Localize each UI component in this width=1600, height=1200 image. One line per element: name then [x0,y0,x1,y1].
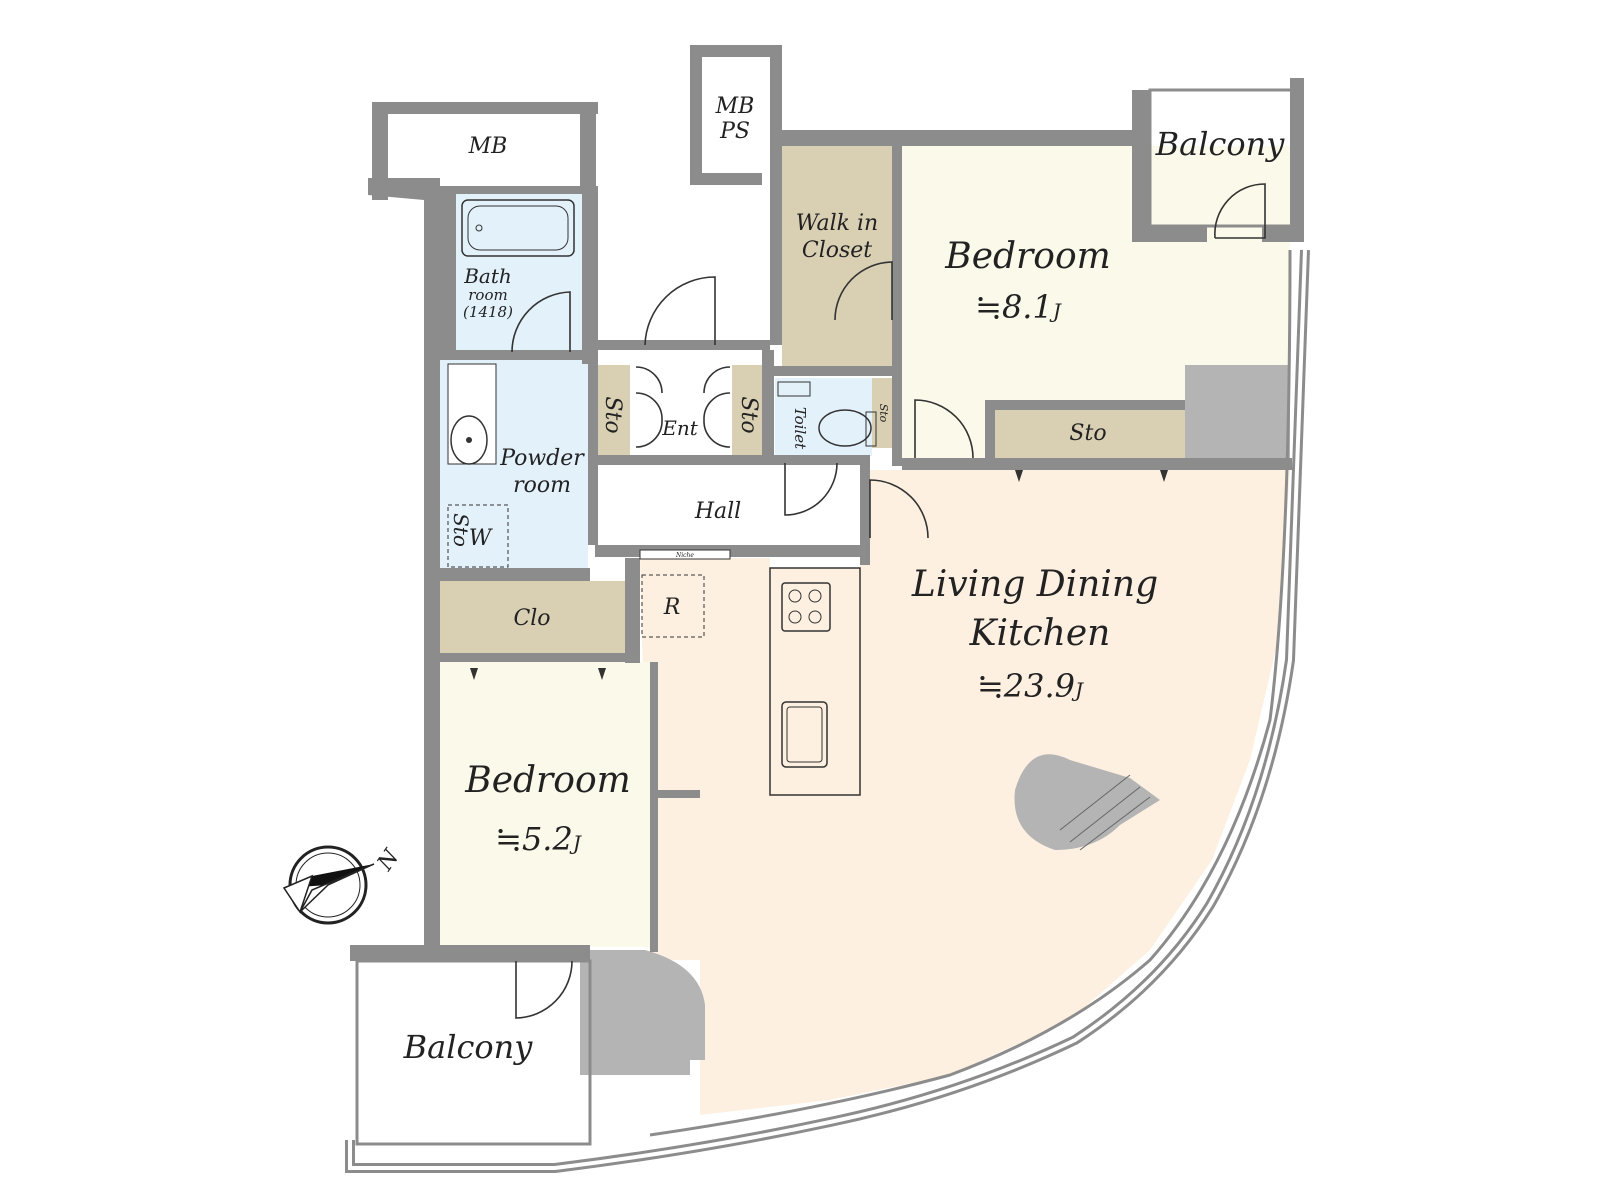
walk-in-closet-floor [782,146,892,366]
sto-toilet-floor [872,378,892,448]
kitchen-island [769,567,861,796]
sto-toilet-label: Sto [877,404,890,423]
closet-floor [440,581,625,653]
column-ldk-round [1014,754,1160,850]
door-bathroom[interactable] [511,291,571,353]
closet-label: Clo [513,606,550,631]
sto-bedroom-label: Sto [1069,421,1106,446]
bathroom-floor [456,194,582,352]
sink-icon [781,701,828,768]
hall-floor [595,465,860,550]
ldk-area: ≒23.9J [977,667,1084,705]
balcony-bottom-label: Balcony [403,1028,534,1066]
door-balcony-bottom[interactable] [515,960,573,1019]
door-wic[interactable] [834,261,893,321]
bathroom-label-2: room [468,286,507,304]
toilet-label: Toilet [791,407,809,450]
washer-space [447,504,509,568]
door-hall-ldk[interactable] [869,479,929,539]
washer-label: W [469,526,494,551]
refrigerator-space [641,574,705,638]
bedroom-small-label: Bedroom [464,760,631,801]
mb-top-left-label: MB [468,134,508,159]
bedroom-main-label: Bedroom [944,236,1111,277]
north-arrow-icon: N [282,845,405,925]
sto-bedroom-floor [995,410,1185,465]
wic-label-2: Closet [802,238,872,263]
door-toilet[interactable] [784,462,838,516]
door-balcony-top[interactable] [1214,183,1266,239]
sto-ent-left-label: Sto [600,396,625,433]
hall-label: Hall [694,499,741,524]
sto-powder-label: Sto [449,513,473,547]
niche-label: Niche [675,552,694,559]
cooktop-icon [781,582,831,632]
sto-ent-right-label: Sto [736,396,761,433]
sto-ent-left-floor [595,365,630,465]
column-bedroom-main [1185,365,1290,470]
bedroom-small-floor [440,662,650,947]
powder-room-label-1: Powder [499,446,585,471]
sto-ent-right-floor [732,365,764,465]
column-balcony-bottom [580,950,705,1075]
door-bedroom-main[interactable] [914,399,974,459]
mbps-label-1: MB [715,94,755,119]
wic-label-1: Walk in [796,211,878,236]
ldk-label-2: Kitchen [969,613,1111,654]
door-entrance[interactable] [644,276,716,346]
mbps-label-2: PS [719,119,750,144]
toilet-icon [777,381,877,447]
compass-label: N [372,845,405,877]
niche [639,549,731,560]
washbasin-icon [447,363,497,465]
refrigerator-label: R [663,595,681,620]
bedroom-small-area: ≒5.2J [495,820,582,858]
bathroom-label-1: Bath [463,264,512,288]
bathtub-icon [461,199,575,257]
bedroom-main-area: ≒8.1J [975,288,1062,326]
powder-room-label-2: room [513,473,571,498]
bathroom-label-3: (1418) [463,303,513,321]
balcony-top-label: Balcony [1155,125,1286,163]
wall-left [424,190,440,950]
entrance-label: Ent [661,416,698,440]
ldk-label-1: Living Dining [911,564,1158,605]
ldk-floor [640,470,1290,1115]
